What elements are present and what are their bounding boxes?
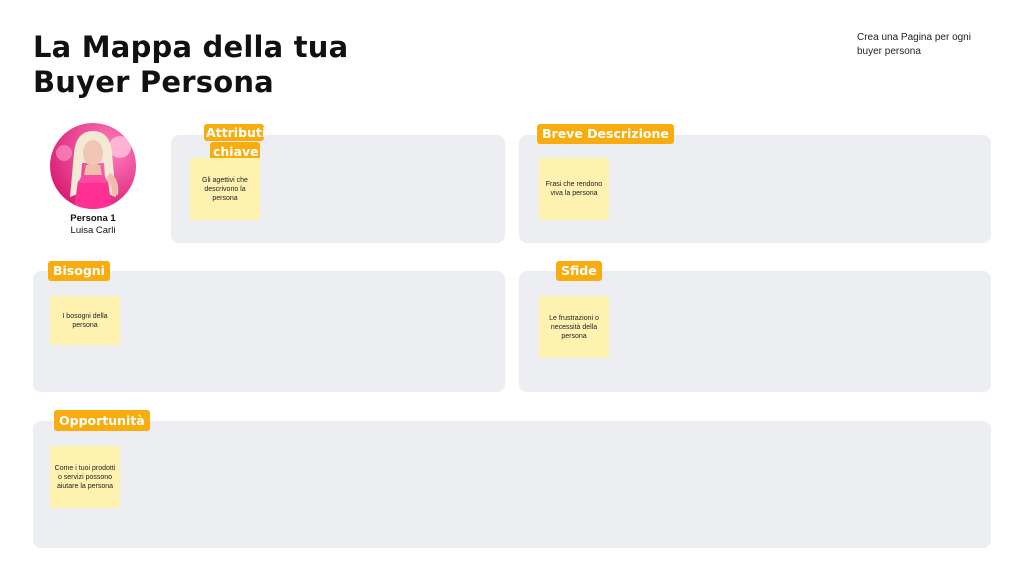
persona-photo-icon	[50, 123, 136, 209]
persona-avatar[interactable]	[50, 123, 136, 209]
attributi-tag-sub: chiave	[210, 142, 260, 161]
instruction-note: Crea una Pagina per ogni buyer persona	[857, 32, 971, 57]
opportunita-tag: Opportunità	[54, 410, 150, 431]
sfide-sticky-note[interactable]: Le frustrazioni o necessità della person…	[539, 296, 609, 358]
descrizione-tag: Breve Descrizione	[537, 124, 674, 144]
persona-name: Luisa Carli	[70, 225, 116, 236]
persona-number: Persona 1	[70, 213, 116, 224]
attributi-tag-line-2: chiave	[213, 144, 259, 159]
page-title-line-2: Buyer Persona	[33, 65, 274, 99]
bisogni-sticky-note[interactable]: I bosogni della persona	[50, 296, 120, 345]
attributi-sticky-note[interactable]: Gli agettivi che descrivono la persona	[190, 158, 260, 220]
bisogni-tag: Bisogni	[48, 261, 110, 281]
opportunita-sticky-note[interactable]: Come i tuoi prodotti o servizi possono a…	[50, 446, 120, 508]
attributi-tag: Attributi	[204, 124, 267, 141]
descrizione-sticky-note[interactable]: Frasi che rendono viva la persona	[539, 158, 609, 220]
persona-label: Persona 1 Luisa Carli	[40, 213, 146, 237]
page-title-line-1: La Mappa della tua	[33, 30, 349, 64]
attributi-tag-line-1: Attributi	[206, 125, 267, 140]
sfide-tag: Sfide	[556, 261, 602, 281]
page-title: La Mappa della tua Buyer Persona	[33, 30, 363, 100]
opportunita-panel[interactable]	[33, 421, 991, 548]
